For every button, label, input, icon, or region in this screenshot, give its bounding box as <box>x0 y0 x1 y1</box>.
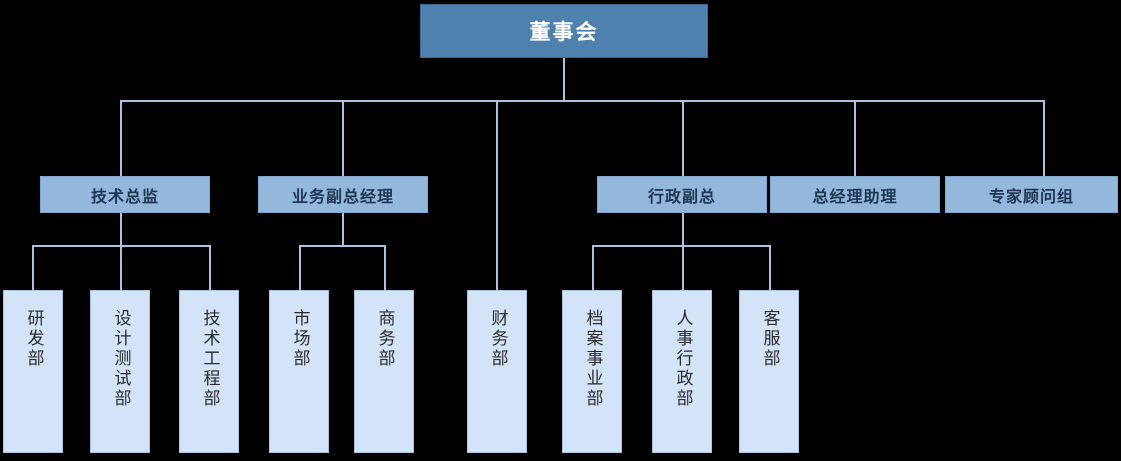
connector-to-rd <box>32 245 34 290</box>
node-label: 商务部 <box>374 309 395 369</box>
node-expert-group[interactable]: 专家顾问组 <box>945 176 1118 213</box>
node-board-of-directors[interactable]: 董事会 <box>420 4 708 58</box>
node-tech-engineering-department[interactable]: 技术工程部 <box>179 290 239 453</box>
node-business-department[interactable]: 商务部 <box>354 290 414 453</box>
node-label: 设计测试部 <box>110 309 131 409</box>
node-label: 档案事业部 <box>582 309 603 409</box>
connector-bus-to-business-vp <box>342 100 344 176</box>
connector-to-design-test <box>120 245 122 290</box>
node-archives-department[interactable]: 档案事业部 <box>562 290 622 453</box>
connector-to-tech-engineering <box>209 245 211 290</box>
connector-to-marketing <box>299 245 301 290</box>
node-label: 专家顾问组 <box>988 186 1074 206</box>
node-label: 技术总监 <box>90 186 159 206</box>
connector-admin-vp-bus <box>592 245 771 247</box>
node-label: 董事会 <box>529 20 599 44</box>
node-label: 客服部 <box>759 309 780 369</box>
node-hr-admin-department[interactable]: 人事行政部 <box>652 290 712 453</box>
node-label: 人事行政部 <box>672 309 693 409</box>
node-customer-service-department[interactable]: 客服部 <box>739 290 799 453</box>
connector-bus-to-admin-vp <box>682 100 684 176</box>
node-label: 行政副总 <box>647 186 716 206</box>
connector-bus-to-finance <box>496 100 498 290</box>
node-rd-department[interactable]: 研发部 <box>3 290 63 453</box>
node-design-test-department[interactable]: 设计测试部 <box>90 290 150 453</box>
node-label: 技术工程部 <box>199 309 220 409</box>
connector-bus-to-tech-director <box>120 100 122 176</box>
node-label: 市场部 <box>289 309 310 369</box>
connector-tech-director-stem <box>120 212 122 247</box>
connector-bus-to-gm-assistant <box>854 100 856 176</box>
connector-level2-bus <box>120 100 1044 102</box>
node-gm-assistant[interactable]: 总经理助理 <box>770 176 940 213</box>
node-tech-director[interactable]: 技术总监 <box>40 176 210 213</box>
node-marketing-department[interactable]: 市场部 <box>269 290 329 453</box>
node-admin-vp[interactable]: 行政副总 <box>597 176 767 213</box>
connector-to-hr-admin <box>682 245 684 290</box>
node-label: 业务副总经理 <box>291 186 394 206</box>
connector-business-vp-stem <box>342 212 344 247</box>
node-label: 研发部 <box>23 309 44 369</box>
node-finance-department[interactable]: 财务部 <box>467 290 527 453</box>
connector-bus-to-expert-group <box>1043 100 1045 176</box>
connector-business-vp-bus <box>299 245 386 247</box>
connector-to-business-dept <box>384 245 386 290</box>
connector-to-archives <box>592 245 594 290</box>
connector-admin-vp-stem <box>682 212 684 247</box>
node-label: 总经理助理 <box>812 186 898 206</box>
connector-root-stem <box>563 58 565 102</box>
node-business-vp[interactable]: 业务副总经理 <box>258 176 428 213</box>
connector-to-customer-service <box>769 245 771 290</box>
node-label: 财务部 <box>487 309 508 369</box>
